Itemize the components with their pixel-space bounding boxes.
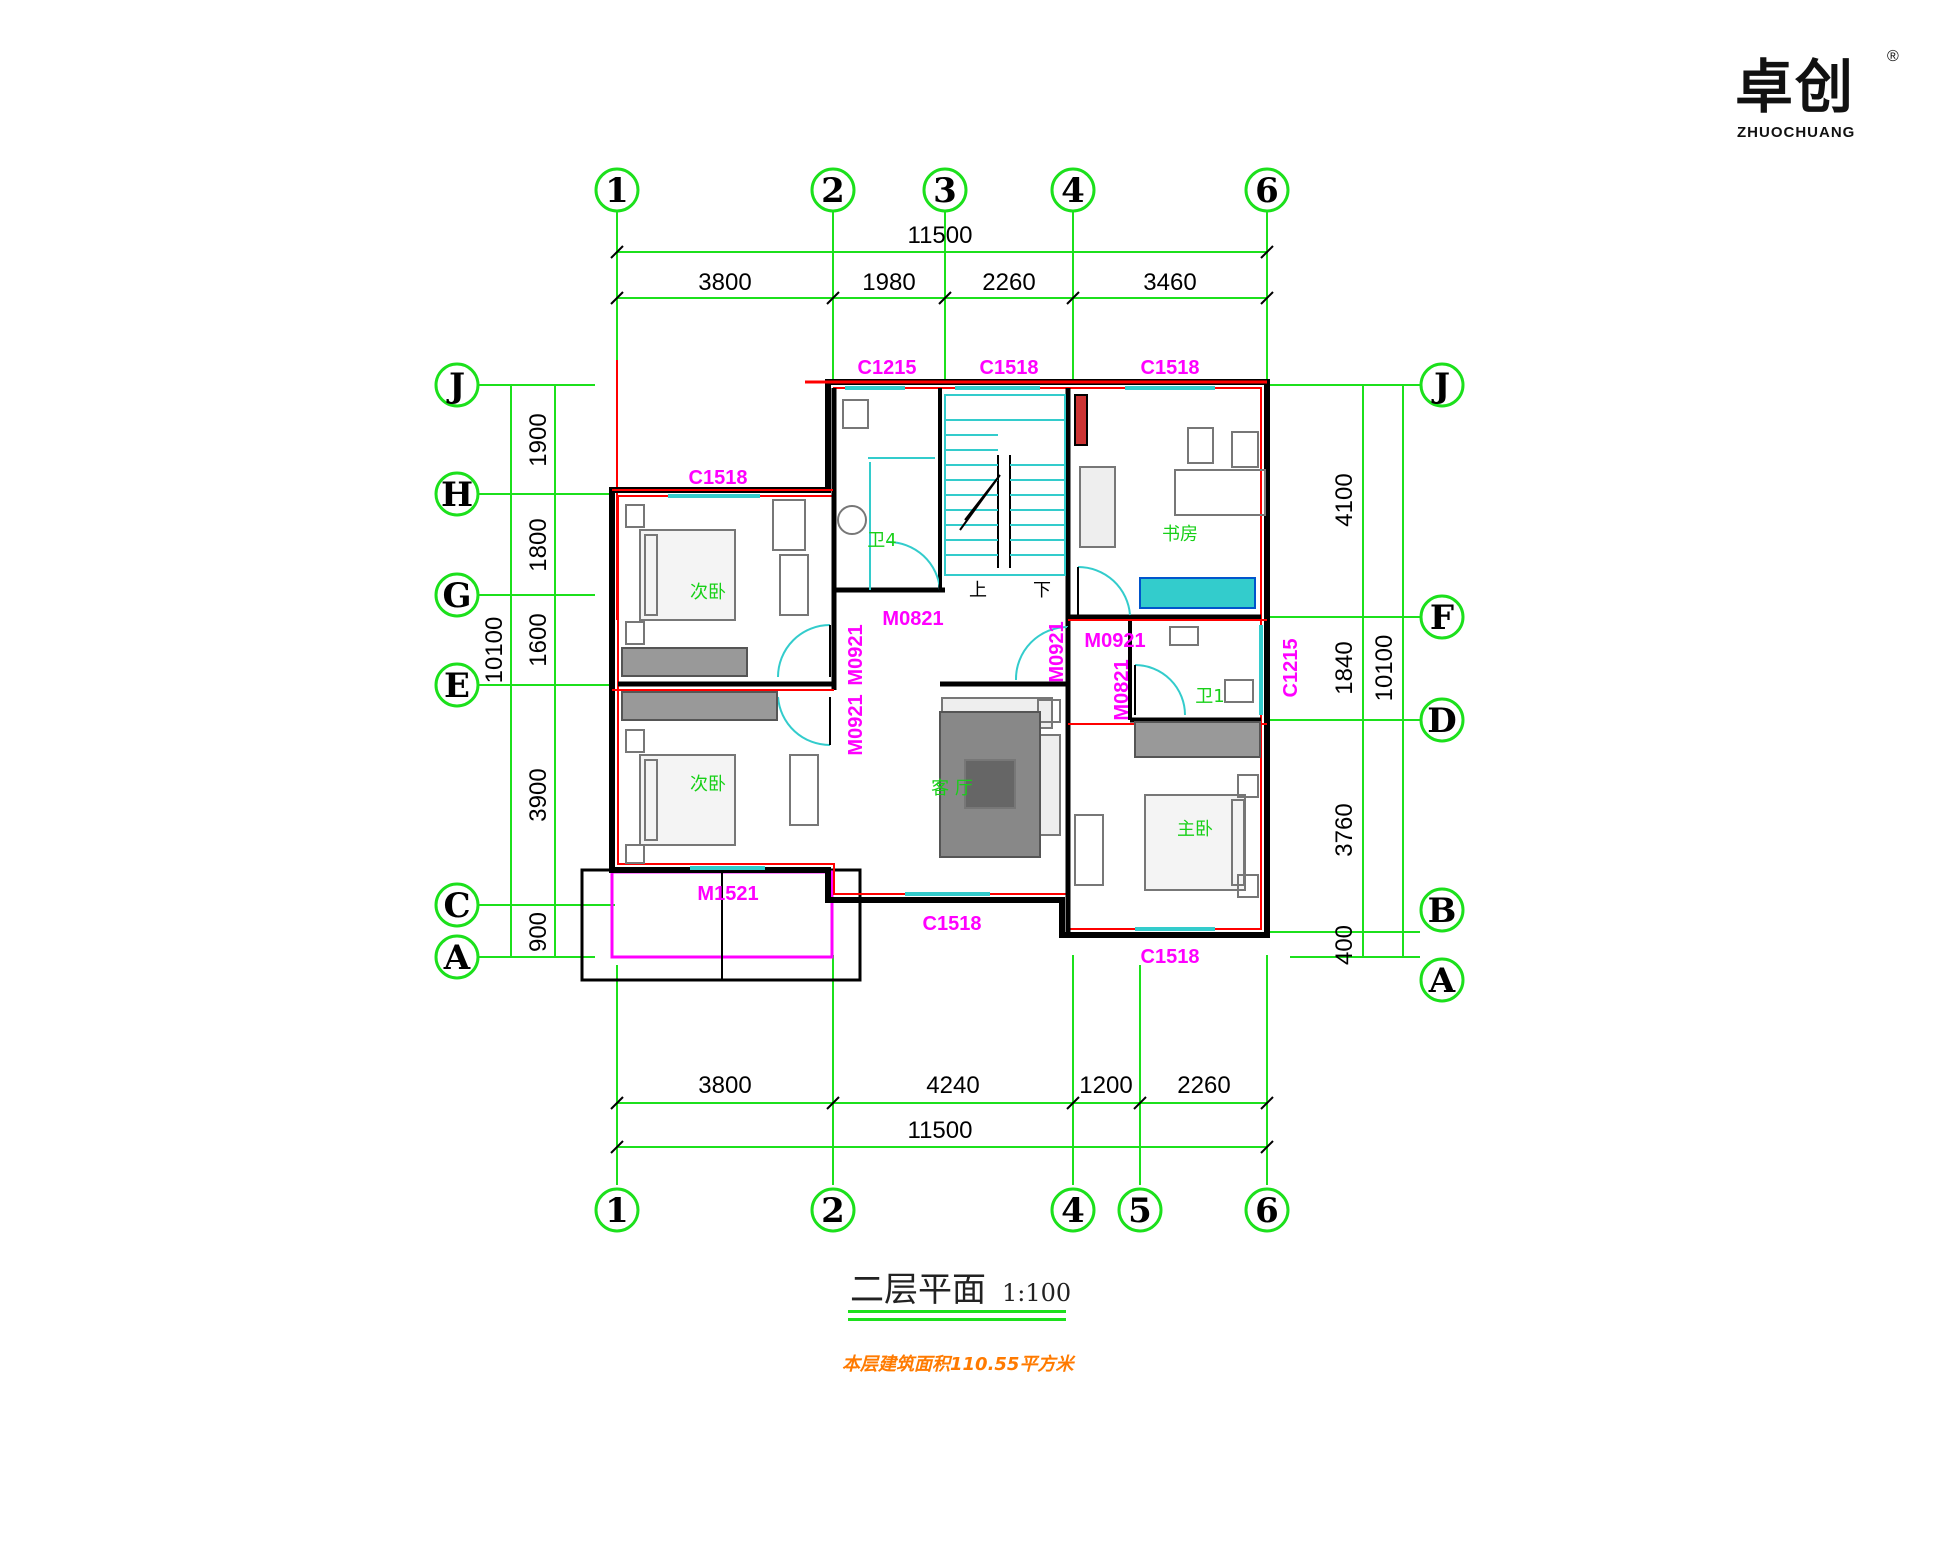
windows bbox=[668, 386, 1263, 931]
axis-label: A bbox=[1428, 961, 1456, 1001]
axis-label: 4 bbox=[1061, 171, 1085, 211]
window-tag: C1215 bbox=[858, 357, 917, 379]
plan-title: 二层平面 1:100 bbox=[850, 1262, 1071, 1311]
room-label-bath: 卫1 bbox=[1195, 686, 1224, 707]
axis-label: A bbox=[443, 938, 471, 978]
window-tag: C1518 bbox=[1141, 357, 1200, 379]
axis-label: 2 bbox=[821, 1191, 845, 1231]
dimension-ticks bbox=[610, 245, 1274, 1154]
room-label-living: 客 厅 bbox=[931, 778, 973, 799]
window-tag: C1518 bbox=[980, 357, 1039, 379]
axis-bubble-bottom: 1 2 4 5 6 bbox=[594, 1187, 1290, 1233]
dim-top: 3800 bbox=[698, 269, 751, 296]
door-tag: M0821 bbox=[882, 608, 943, 630]
door-tag: M0921 bbox=[845, 694, 867, 755]
dim-top-total: 11500 bbox=[908, 222, 973, 249]
stair-up-label: 上 bbox=[969, 580, 987, 601]
registered-mark: ® bbox=[1887, 48, 1899, 65]
dim-bottom: 1200 bbox=[1079, 1072, 1132, 1099]
axis-bubble-top: 1 2 3 4 6 bbox=[594, 167, 1290, 213]
door-tag: M0921 bbox=[845, 624, 867, 685]
dim-right-total: 10100 bbox=[1371, 635, 1398, 702]
window-tag: C1518 bbox=[689, 467, 748, 489]
axis-label: E bbox=[444, 666, 470, 706]
staircase bbox=[944, 394, 1066, 576]
dim-top: 1980 bbox=[862, 269, 915, 296]
room-label-bedroom: 次卧 bbox=[690, 774, 726, 795]
dimension-labels: 11500 3800 1980 2260 3460 3800 4240 1200… bbox=[481, 222, 1398, 1144]
dim-left-total: 10100 bbox=[481, 617, 508, 684]
window-tag: C1215 bbox=[1280, 639, 1302, 698]
room-label-study: 书房 bbox=[1162, 524, 1198, 545]
dim-bottom: 4240 bbox=[926, 1072, 979, 1099]
room-label-bedroom: 次卧 bbox=[690, 582, 726, 603]
axis-label: G bbox=[442, 576, 471, 616]
dim-right: 4100 bbox=[1331, 473, 1358, 526]
axis-label: 2 bbox=[821, 171, 845, 211]
dim-right: 3760 bbox=[1331, 803, 1358, 856]
axis-label: 6 bbox=[1255, 1191, 1279, 1231]
axis-label: 5 bbox=[1128, 1191, 1152, 1231]
dim-top: 3460 bbox=[1143, 269, 1196, 296]
axis-label: 1 bbox=[605, 171, 629, 211]
axis-label: F bbox=[1430, 598, 1454, 638]
room-labels: 次卧 卫4 书房 次卧 客 厅 卫1 主卧 上 下 bbox=[690, 524, 1225, 840]
dim-right: 1840 bbox=[1331, 641, 1358, 694]
dim-left: 900 bbox=[525, 912, 552, 952]
axis-label: C bbox=[443, 886, 470, 926]
dim-left: 1600 bbox=[525, 613, 552, 666]
dim-left: 1900 bbox=[525, 413, 552, 466]
axis-bubble-left: J H G E C A bbox=[434, 362, 480, 980]
grid-lines bbox=[475, 212, 1420, 1185]
axis-bubble-right: J F D B A bbox=[1419, 362, 1465, 1003]
room-label-bath: 卫4 bbox=[867, 530, 896, 551]
door-tag: M1521 bbox=[697, 883, 758, 905]
axis-label: J bbox=[1431, 366, 1450, 406]
room-label-master: 主卧 bbox=[1177, 819, 1213, 840]
plan-scale: 1:100 bbox=[1002, 1279, 1072, 1307]
window-tag: C1518 bbox=[1141, 946, 1200, 968]
axis-label: B bbox=[1428, 891, 1457, 931]
axis-label: 1 bbox=[605, 1191, 629, 1231]
door-tag: M0921 bbox=[1046, 621, 1068, 682]
brand-logo: 卓创 ZHUOCHUANG ® bbox=[1735, 48, 1905, 152]
title-underline bbox=[848, 1310, 1066, 1313]
axis-bubbles: 1 2 3 4 6 1 2 4 5 6 J H bbox=[434, 167, 1465, 1233]
axis-label: D bbox=[1427, 701, 1456, 741]
dim-bottom: 2260 bbox=[1177, 1072, 1230, 1099]
dim-left: 1800 bbox=[525, 518, 552, 571]
dim-right: 400 bbox=[1331, 925, 1358, 965]
plan-title-main: 二层平面 bbox=[850, 1270, 986, 1310]
door-tag: M0821 bbox=[1111, 659, 1133, 720]
opening-tags: C1215 C1518 C1518 C1518 M0821 M0921 M092… bbox=[689, 357, 1302, 968]
area-note: 本层建筑面积110.55平方米 bbox=[842, 1354, 1074, 1375]
stair-down-label: 下 bbox=[1033, 580, 1051, 601]
axis-label: 6 bbox=[1255, 171, 1279, 211]
title-underline bbox=[848, 1318, 1066, 1321]
dim-bottom: 3800 bbox=[698, 1072, 751, 1099]
logo-cn: 卓创 bbox=[1735, 53, 1856, 121]
furniture bbox=[621, 394, 1266, 898]
window-tag: C1518 bbox=[923, 913, 982, 935]
dim-bottom-total: 11500 bbox=[908, 1117, 973, 1144]
dim-top: 2260 bbox=[982, 269, 1035, 296]
axis-label: H bbox=[441, 475, 473, 515]
axis-label: 3 bbox=[933, 171, 957, 211]
door-tag: M0921 bbox=[1084, 630, 1145, 652]
logo-en: ZHUOCHUANG bbox=[1737, 124, 1856, 141]
doors bbox=[777, 540, 1186, 747]
axis-label: J bbox=[446, 366, 465, 406]
dim-left: 3900 bbox=[525, 768, 552, 821]
axis-label: 4 bbox=[1061, 1191, 1085, 1231]
